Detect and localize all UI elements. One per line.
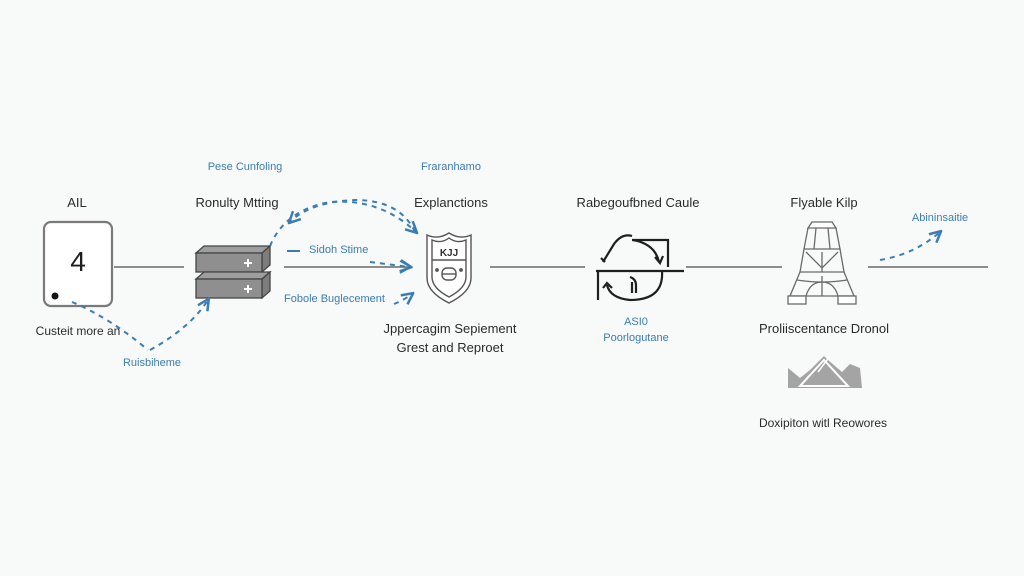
device-card-icon [42, 220, 114, 308]
tower-icon [787, 221, 857, 305]
node-explanctions-caption-line-2: Grest and Reproet [396, 340, 504, 355]
node-ail-caption: Custeit more an [35, 324, 121, 338]
node-rabegoufbned-title: Rabegoufbned Caule [576, 195, 700, 210]
flow-exit [879, 232, 940, 261]
node-ronulty-annotation: Pese Cunfoling [207, 161, 283, 173]
shield-icon [426, 232, 472, 304]
flow-ail-to-ruisbiheme [71, 301, 149, 351]
node-rabegoufbned-annotation-line-1: ASI0 [624, 316, 648, 328]
dashed-flows [71, 198, 940, 351]
node-rabegoufbned-annotation-line-2: Poorlogutane [603, 332, 669, 344]
edge-label-side-stime: Sidoh Stime [309, 244, 369, 256]
flow-arc-shield-to-server [290, 198, 416, 233]
crown-mountain-icon [788, 355, 862, 388]
shield-icon-text: KJJ [440, 248, 458, 259]
cycle-arrows-icon [596, 234, 684, 302]
node-flyable-title: Flyable Kilp [790, 195, 858, 210]
node-ail-annotation: Ruisbiheme [122, 357, 182, 369]
flow-arc-server-to-shield [269, 200, 416, 247]
node-flyable-caption: Proliiscentance Dronol [758, 321, 890, 336]
flow-fobole [393, 294, 412, 305]
server-stack-icon [194, 244, 272, 300]
edge-label-exit: Abininsaitie [911, 212, 969, 224]
node-ail-title: AIL [67, 195, 87, 210]
flow-ruisbiheme-to-server [149, 300, 208, 351]
flow-dash-to-shield-mid [369, 262, 410, 267]
edge-label-fobole: Fobole Buglecement [284, 293, 385, 305]
node-ronulty-title: Ronulty Mtting [195, 195, 279, 210]
node-explanctions-title: Explanctions [414, 195, 488, 210]
node-explanctions-annotation: Fraranhamo [421, 161, 481, 173]
node-explanctions-caption-line-1: Jppercagim Sepiement [383, 321, 517, 336]
device-card-value: 4 [70, 246, 86, 277]
node-flyable-sub-caption: Doxipiton witl Reowores [758, 416, 888, 430]
